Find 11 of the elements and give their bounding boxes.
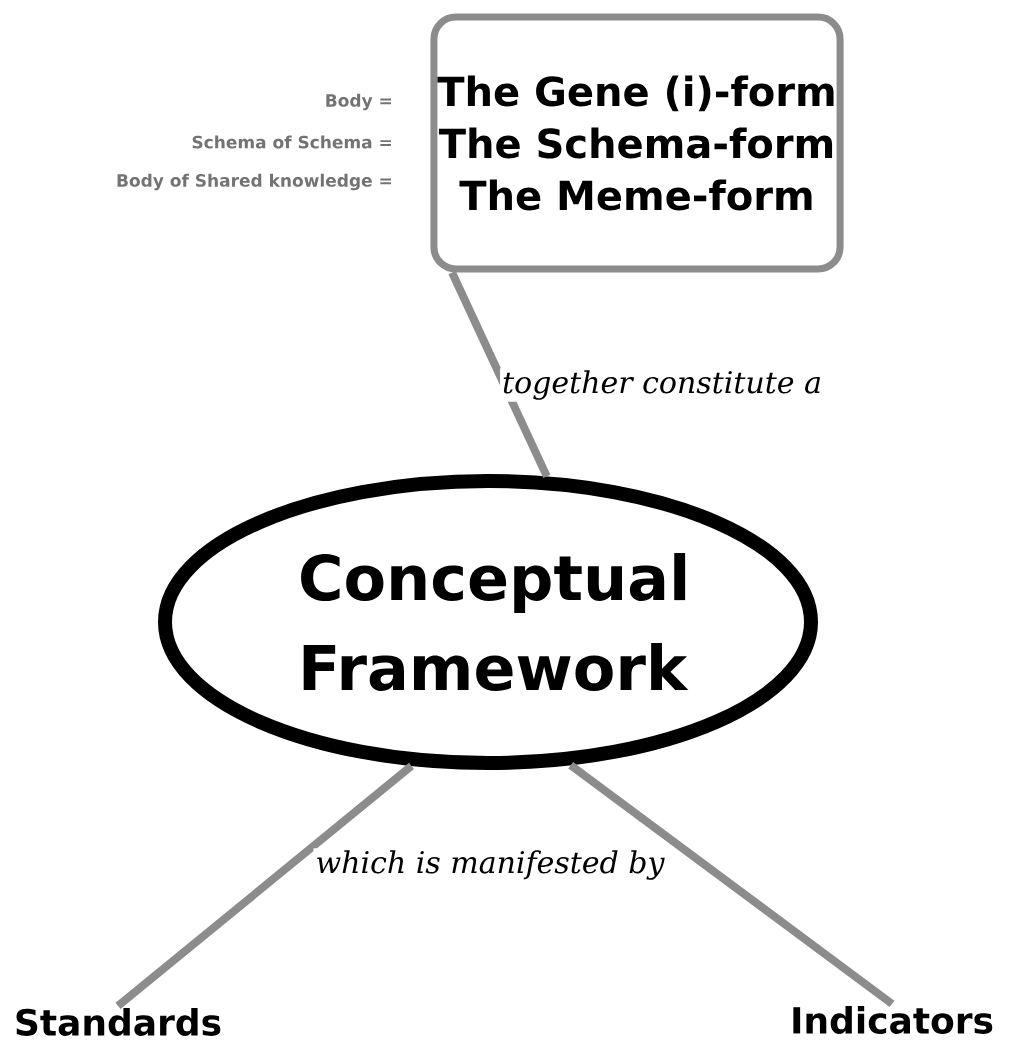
side-label: Body of Shared knowledge = [117,173,391,191]
edge-label: together constitute a [500,368,824,402]
side-label: Schema of Schema = [192,135,391,149]
text-box: The Gene (i)-form The Schema-form The Meme-form [430,13,844,273]
node-text: Indicators [793,1006,993,1034]
node-text: Standards [16,1008,221,1036]
edge-label: which is manifested by [313,848,667,882]
connector-line [115,762,414,1009]
connector-line [568,762,895,1008]
connector-line [448,270,551,479]
side-label: Body = [326,93,391,111]
